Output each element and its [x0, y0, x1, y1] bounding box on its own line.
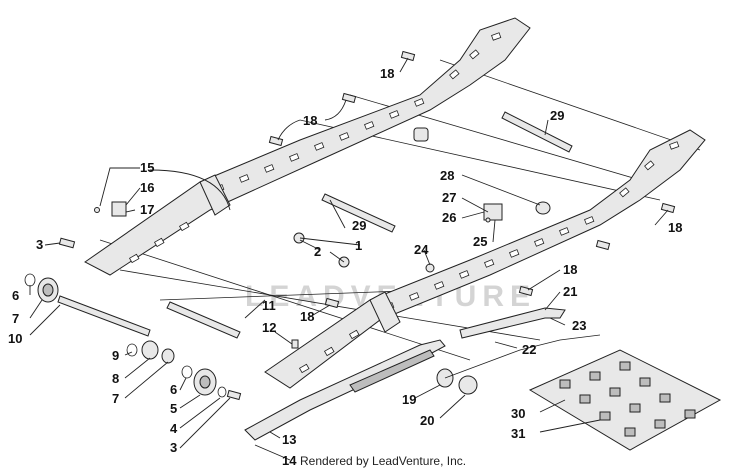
- bearing-stack: [126, 340, 175, 364]
- track-section: [528, 349, 722, 451]
- callout-3-top: 3: [36, 237, 43, 252]
- callout-19: 19: [402, 392, 416, 407]
- callout-9: 9: [112, 348, 119, 363]
- callout-1: 1: [355, 238, 362, 253]
- callout-8: 8: [112, 371, 119, 386]
- shaft-10: [57, 295, 151, 337]
- callout-7-right: 7: [112, 391, 119, 406]
- callout-18-mid: 18: [303, 113, 317, 128]
- render-credit: Rendered by LeadVenture, Inc.: [300, 454, 466, 468]
- callout-6-right: 6: [170, 382, 177, 397]
- wear-strip: [244, 339, 446, 441]
- callout-18-lower: 18: [563, 262, 577, 277]
- shaft-11: [166, 301, 241, 339]
- svg-text:Rendered by LeadVenture, Inc.: Rendered by LeadVenture, Inc.: [300, 454, 466, 468]
- callout-20: 20: [420, 413, 434, 428]
- callout-12: 12: [262, 320, 276, 335]
- callout-11: 11: [262, 298, 276, 313]
- callout-labels: 18 18 29 15 16 17 28 27 26 29 18 3 2 1 2…: [8, 66, 682, 468]
- callout-3-bottom: 3: [170, 440, 177, 455]
- callout-22: 22: [522, 342, 536, 357]
- callout-21: 21: [563, 284, 577, 299]
- callout-10: 10: [8, 331, 22, 346]
- callout-18-bottom: 18: [300, 309, 314, 324]
- callout-6-left: 6: [12, 288, 19, 303]
- leader-lines: [29, 57, 669, 461]
- callout-7-left: 7: [12, 311, 19, 326]
- bracket-21: [459, 307, 566, 339]
- callout-16: 16: [140, 180, 154, 195]
- callout-24: 24: [414, 242, 429, 257]
- callout-15: 15: [140, 160, 154, 175]
- callout-28: 28: [440, 168, 454, 183]
- callout-5: 5: [170, 401, 177, 416]
- callout-23: 23: [572, 318, 586, 333]
- idler-wheel-right: [181, 365, 227, 398]
- callout-2: 2: [314, 244, 321, 259]
- left-slide-rail: [84, 17, 531, 276]
- callout-4: 4: [170, 421, 178, 436]
- callout-18-right: 18: [668, 220, 682, 235]
- right-slide-rail: [264, 129, 706, 389]
- spring-assembly: [436, 334, 601, 395]
- callout-14: 14: [282, 453, 297, 468]
- shaft-29-upper: [501, 111, 573, 153]
- callout-29-upper: 29: [550, 108, 564, 123]
- callout-25: 25: [473, 234, 487, 249]
- callout-31: 31: [511, 426, 525, 441]
- callout-17: 17: [140, 202, 154, 217]
- shaft-29-lower: [321, 193, 396, 233]
- callout-30: 30: [511, 406, 525, 421]
- callout-29-lower: 29: [352, 218, 366, 233]
- callout-18-top: 18: [380, 66, 394, 81]
- callout-27: 27: [442, 190, 456, 205]
- idler-wheel-left: [24, 273, 59, 303]
- callout-13: 13: [282, 432, 296, 447]
- callout-26: 26: [442, 210, 456, 225]
- rail-slots-left: [128, 32, 502, 264]
